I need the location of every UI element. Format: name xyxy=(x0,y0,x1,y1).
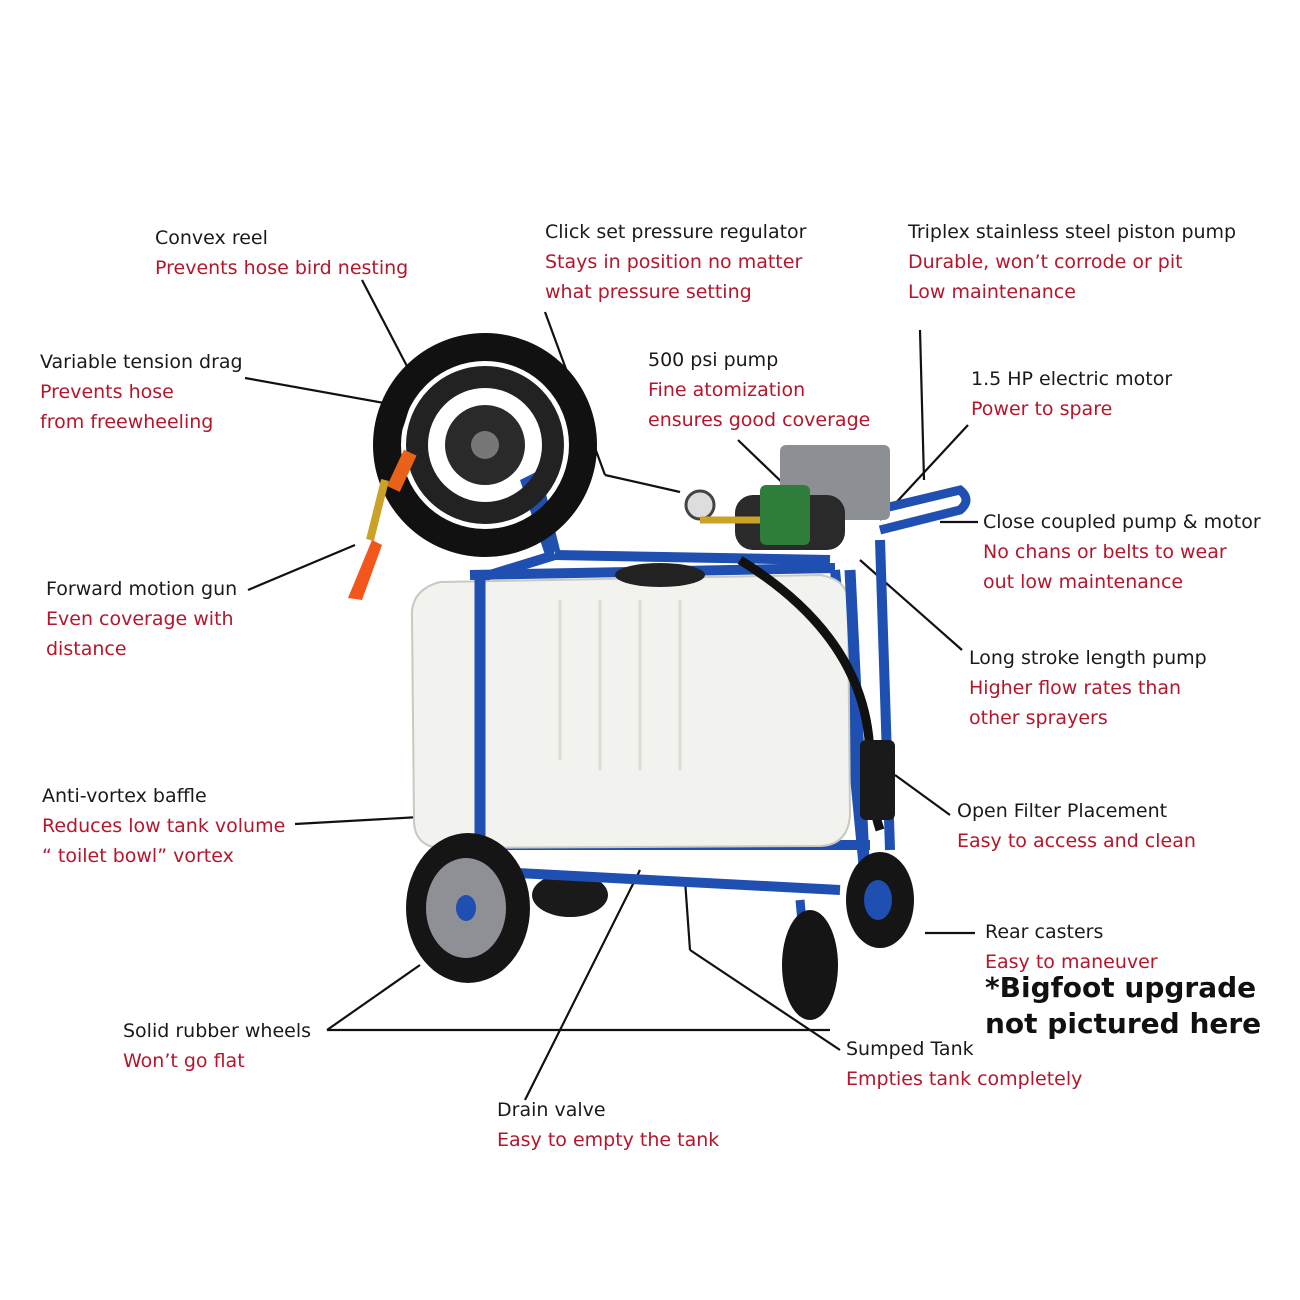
callout-rear-casters: Rear casters Easy to maneuver xyxy=(985,917,1158,977)
pump-motor xyxy=(684,445,895,832)
callout-desc: Higher flow rates than xyxy=(969,677,1182,699)
callout-electric-motor: 1.5 HP electric motor Power to spare xyxy=(971,364,1172,424)
callout-title: 1.5 HP electric motor xyxy=(971,368,1173,390)
callout-psi-pump: 500 psi pump Fine atomization ensures go… xyxy=(648,345,870,435)
rear-caster-right xyxy=(846,852,914,948)
callout-desc: Easy to access and clean xyxy=(957,830,1196,852)
hose-reel xyxy=(373,333,597,557)
callout-long-stroke: Long stroke length pump Higher flow rate… xyxy=(969,643,1207,733)
callout-title: Variable tension drag xyxy=(40,351,243,373)
callout-close-coupled: Close coupled pump & motor No chans or b… xyxy=(983,507,1261,597)
callout-anti-vortex: Anti-vortex baffle Reduces low tank volu… xyxy=(42,781,285,871)
callout-triplex-pump: Triplex stainless steel piston pump Dura… xyxy=(908,217,1236,307)
callout-desc: out low maintenance xyxy=(983,571,1184,593)
spray-gun xyxy=(348,403,417,600)
front-wheel xyxy=(406,833,530,983)
rear-wheel-back xyxy=(532,873,608,917)
callout-desc: Easy to maneuver xyxy=(985,951,1158,973)
callout-desc: ensures good coverage xyxy=(648,409,871,431)
callout-desc: Low maintenance xyxy=(908,281,1076,303)
callout-title: Forward motion gun xyxy=(46,578,238,600)
callout-desc: Durable, won’t corrode or pit xyxy=(908,251,1183,273)
callout-desc: Even coverage with xyxy=(46,608,234,630)
callout-desc: what pressure setting xyxy=(545,281,752,303)
callout-title: Convex reel xyxy=(155,227,268,249)
callout-desc: Stays in position no matter xyxy=(545,251,803,273)
note-line: not pictured here xyxy=(985,1007,1262,1040)
callout-open-filter: Open Filter Placement Easy to access and… xyxy=(957,796,1196,856)
callout-desc: Empties tank completely xyxy=(846,1068,1083,1090)
front-upright xyxy=(474,569,871,881)
note-line: *Bigfoot upgrade xyxy=(985,971,1257,1004)
callout-title: 500 psi pump xyxy=(648,349,779,371)
callout-title: Click set pressure regulator xyxy=(545,221,807,243)
callout-desc: Won’t go flat xyxy=(123,1050,245,1072)
callout-title: Triplex stainless steel piston pump xyxy=(908,221,1237,243)
callout-tension-drag: Variable tension drag Prevents hose from… xyxy=(40,347,243,437)
callout-desc: Power to spare xyxy=(971,398,1113,420)
callout-desc: distance xyxy=(46,638,127,660)
callout-rubber-wheels: Solid rubber wheels Won’t go flat xyxy=(123,1016,311,1076)
callout-title: Rear casters xyxy=(985,921,1104,943)
callout-desc: Reduces low tank volume xyxy=(42,815,286,837)
callout-desc: Prevents hose bird nesting xyxy=(155,257,409,279)
leader-lines xyxy=(244,279,978,1101)
bigfoot-note: *Bigfoot upgrade not pictured here xyxy=(985,970,1261,1042)
callout-title: Drain valve xyxy=(497,1099,606,1121)
callout-title: Open Filter Placement xyxy=(957,800,1168,822)
callout-title: Anti-vortex baffle xyxy=(42,785,207,807)
callout-drain-valve: Drain valve Easy to empty the tank xyxy=(497,1095,719,1155)
callout-convex-reel: Convex reel Prevents hose bird nesting xyxy=(155,223,408,283)
callout-sumped-tank: Sumped Tank Empties tank completely xyxy=(846,1034,1082,1094)
callout-desc: other sprayers xyxy=(969,707,1108,729)
callout-desc: “ toilet bowl” vortex xyxy=(42,845,234,867)
callout-desc: from freewheeling xyxy=(40,411,214,433)
callout-title: Long stroke length pump xyxy=(969,647,1207,669)
callout-desc: No chans or belts to wear xyxy=(983,541,1227,563)
callout-desc: Prevents hose xyxy=(40,381,174,403)
callout-pressure-regulator: Click set pressure regulator Stays in po… xyxy=(545,217,807,307)
tank xyxy=(410,563,852,850)
callout-desc: Easy to empty the tank xyxy=(497,1129,720,1151)
callout-title: Close coupled pump & motor xyxy=(983,511,1261,533)
rear-caster-left xyxy=(782,899,838,1020)
callout-title: Solid rubber wheels xyxy=(123,1020,311,1042)
callout-title: Sumped Tank xyxy=(846,1038,974,1060)
callout-forward-gun: Forward motion gun Even coverage with di… xyxy=(46,574,237,664)
callout-desc: Fine atomization xyxy=(648,379,806,401)
